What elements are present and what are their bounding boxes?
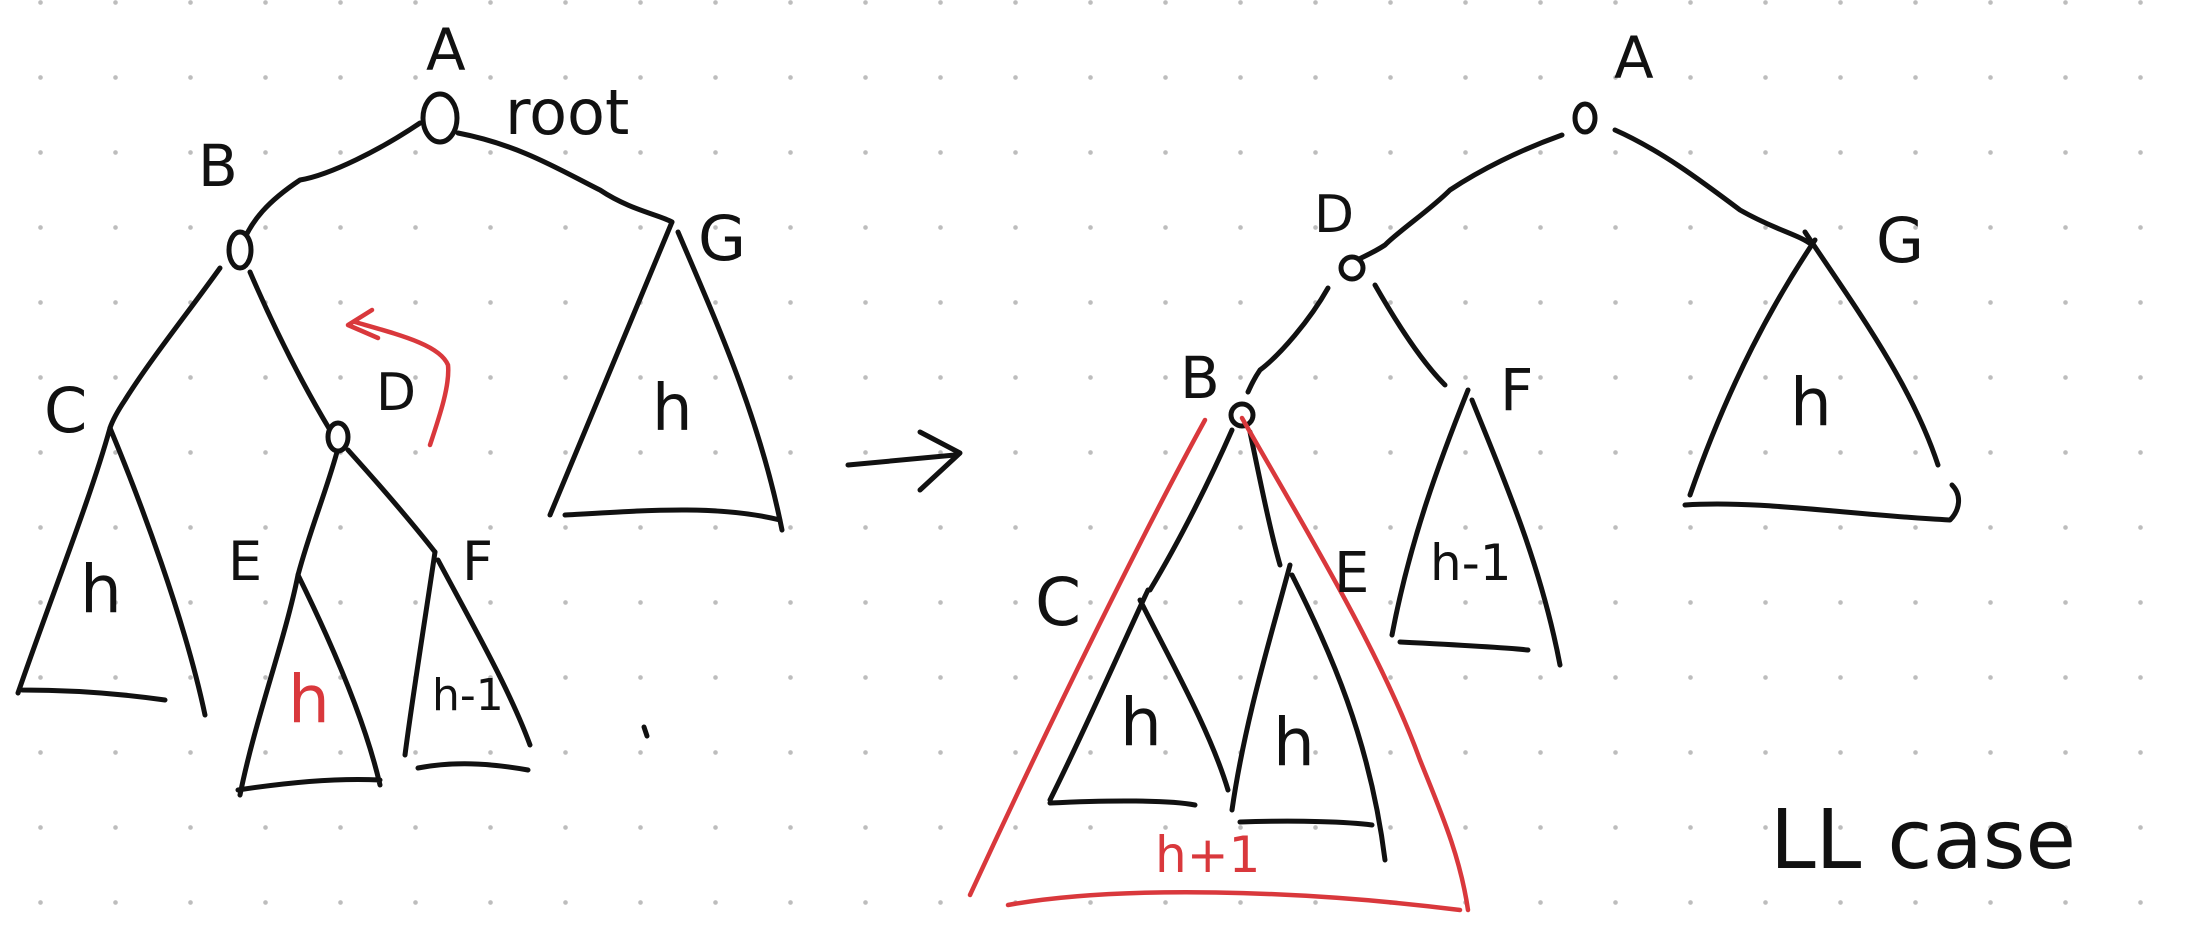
edge-d-f (345, 447, 438, 555)
edge-b-c (107, 265, 223, 431)
node-d-circle (325, 420, 351, 454)
combined-height-label: h+1 (1155, 826, 1260, 884)
before-node-f-label: F (462, 530, 493, 593)
after-node-g-label: G (1876, 204, 1924, 277)
edge-b-e (1247, 429, 1283, 568)
before-node-g-label: G (698, 202, 746, 275)
subtree-f-triangle (402, 549, 533, 773)
edge-a-b (237, 120, 423, 253)
edge-b-c (1147, 427, 1235, 593)
before-tree: A root B G C D E F h h h h-1 (15, 16, 785, 798)
after-subtree-c-height: h (1120, 684, 1162, 761)
root-label: root (505, 76, 629, 149)
edge-a-g (1612, 127, 1815, 248)
before-subtree-c-height: h (80, 551, 122, 628)
before-subtree-g-height: h (652, 372, 693, 446)
after-node-e-label: E (1334, 541, 1369, 606)
before-subtree-f-height: h-1 (432, 670, 504, 721)
after-subtree-g-height: h (1790, 364, 1832, 441)
after-subtree-f-triangle (1389, 387, 1563, 668)
after-node-b-circle (1228, 401, 1256, 429)
before-node-a-label: A (426, 16, 466, 84)
before-node-e-label: E (228, 530, 262, 593)
edge-d-e (295, 449, 340, 578)
edge-d-b (1245, 285, 1331, 395)
edge-d-f (1372, 282, 1448, 388)
before-subtree-e-height: h (288, 661, 330, 738)
case-label: LL case (1770, 793, 2076, 888)
subtree-e-triangle (235, 572, 383, 798)
after-node-a-label: A (1614, 24, 1654, 92)
subtree-g-triangle (547, 219, 785, 533)
before-node-c-label: C (44, 374, 87, 447)
after-node-f-label: F (1500, 356, 1533, 424)
after-node-c-label: C (1035, 564, 1081, 641)
after-subtree-f-height: h-1 (1430, 534, 1512, 592)
edge-b-d (247, 269, 333, 433)
after-node-d-label: D (1314, 185, 1354, 245)
transform-arrow (845, 429, 963, 493)
after-node-d-circle (1338, 254, 1366, 282)
before-node-d-label: D (376, 363, 416, 423)
after-node-a-circle (1572, 101, 1598, 135)
combined-height-triangle (967, 415, 1471, 913)
after-tree: A D G B F C E h h-1 h h h+1 (967, 24, 1961, 913)
after-subtree-g-triangle (1682, 229, 1961, 523)
after-subtree-c-triangle (1047, 587, 1231, 808)
node-b-circle (226, 229, 254, 271)
before-node-b-label: B (198, 132, 238, 200)
subtree-c-triangle (15, 425, 208, 718)
stray-mark (641, 724, 650, 739)
edge-a-g (455, 130, 675, 225)
node-a-circle (420, 91, 460, 145)
rotation-arrow (345, 307, 451, 448)
after-subtree-e-height: h (1273, 704, 1315, 781)
after-subtree-e-triangle (1229, 562, 1388, 863)
edge-a-d (1345, 132, 1565, 268)
after-node-b-label: B (1180, 344, 1220, 412)
